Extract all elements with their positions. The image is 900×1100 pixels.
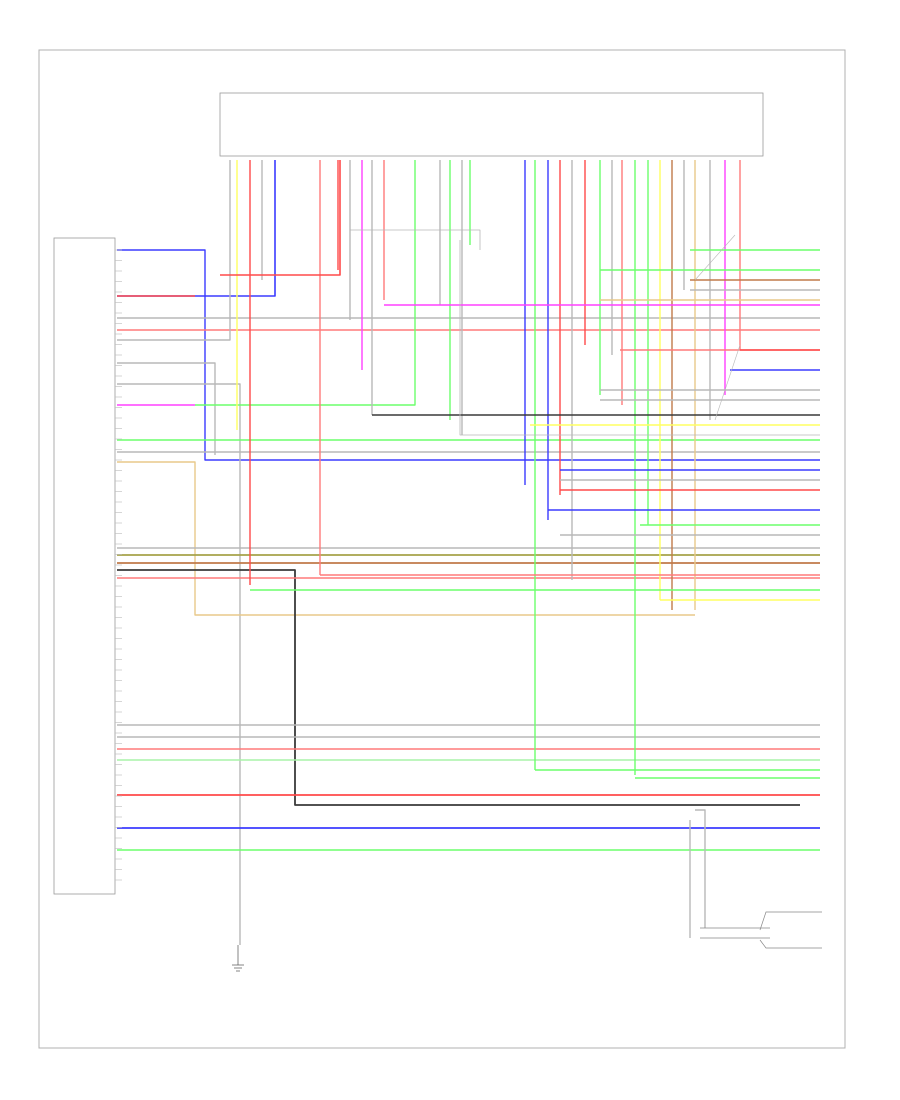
right-bottom-connector	[700, 911, 822, 949]
wire-trace	[195, 160, 416, 406]
wire-trace	[459, 240, 820, 436]
wire-trace	[220, 160, 341, 276]
wire-trace	[714, 344, 741, 421]
wire-trace	[695, 809, 706, 928]
wire-trace	[117, 249, 820, 461]
ground-symbol	[232, 945, 244, 972]
top-connector-box	[219, 92, 764, 157]
pin-marker-group	[115, 249, 122, 881]
wire-trace	[117, 383, 241, 945]
wire-trace	[117, 160, 231, 341]
wire-trace	[117, 461, 695, 616]
wire-group	[117, 160, 820, 945]
wire-trace	[117, 362, 216, 455]
wire-trace	[350, 229, 481, 250]
wire-trace	[117, 569, 800, 806]
diagram-border	[38, 49, 846, 1049]
wire-trace	[694, 234, 736, 281]
left-module-box	[53, 237, 116, 895]
